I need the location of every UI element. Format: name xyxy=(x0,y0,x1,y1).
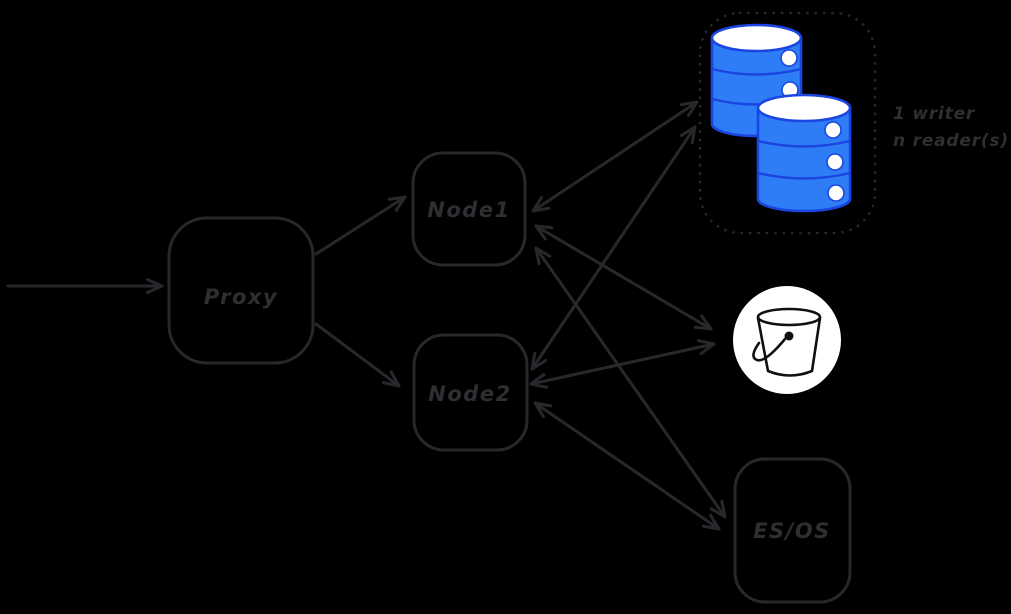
arrowhead xyxy=(709,499,727,519)
arrowhead xyxy=(533,401,553,419)
proxy-label: Proxy xyxy=(204,285,278,309)
edge-node2-bucket xyxy=(529,342,716,386)
edge-node1-databases xyxy=(531,100,699,213)
edge-node2-databases xyxy=(530,125,697,371)
node1-label: Node1 xyxy=(427,198,510,222)
db-note-line2: n reader(s) xyxy=(893,131,1009,151)
edge-node2-esos xyxy=(533,401,721,531)
edge-node1-bucket xyxy=(534,224,713,331)
edge-proxy-node1 xyxy=(314,195,407,256)
arrowhead xyxy=(381,370,401,388)
esos-box xyxy=(733,457,852,604)
arrowhead xyxy=(679,100,699,117)
arrowhead xyxy=(701,513,721,531)
arrowhead xyxy=(531,196,551,213)
arrowhead xyxy=(696,339,716,355)
node1-box xyxy=(411,151,527,267)
edges xyxy=(6,100,727,531)
db-cluster-border xyxy=(698,11,877,235)
arrowhead xyxy=(529,373,549,389)
arrowhead xyxy=(534,224,554,241)
arrowhead xyxy=(534,246,552,266)
arrowhead xyxy=(145,278,164,294)
bucket-icon xyxy=(733,286,841,394)
edge-node1-esos xyxy=(534,246,727,519)
arrowhead xyxy=(693,314,713,331)
node2-label: Node2 xyxy=(428,382,511,406)
arrowhead xyxy=(530,351,548,371)
arrowhead xyxy=(679,125,697,145)
arrowhead xyxy=(387,195,407,212)
edge-proxy-node2 xyxy=(314,322,401,388)
esos-label: ES/OS xyxy=(753,519,831,543)
node2-box xyxy=(412,333,529,452)
database-icon xyxy=(756,93,852,213)
db-note-line1: 1 writer xyxy=(893,104,976,124)
proxy-box xyxy=(167,216,315,365)
